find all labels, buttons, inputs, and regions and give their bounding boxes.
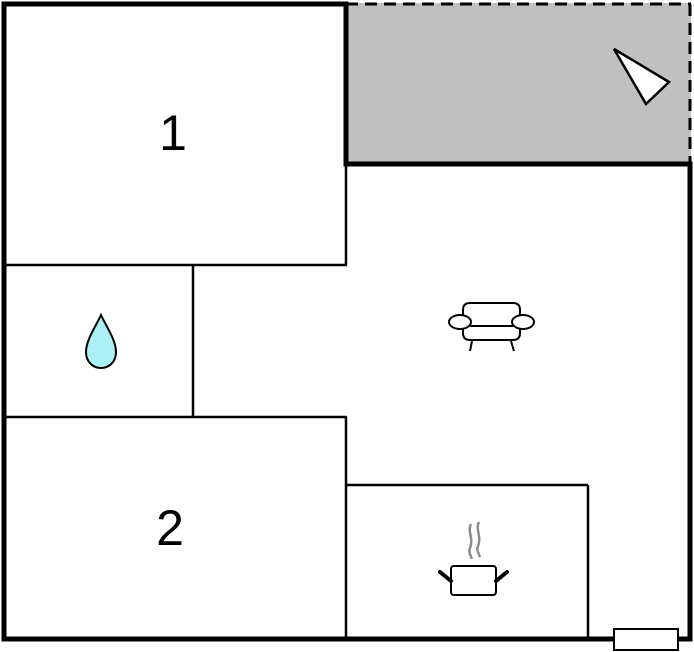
room-label-1: 1 xyxy=(159,105,187,161)
door-icon xyxy=(613,628,679,651)
cooking-pot-icon xyxy=(438,521,509,596)
water-drop-icon xyxy=(84,312,118,370)
room-label-2: 2 xyxy=(156,500,184,556)
compass-pointer-icon xyxy=(612,47,672,107)
terrace-area xyxy=(346,2,692,164)
interior-walls xyxy=(3,3,590,639)
sofa-icon xyxy=(448,302,535,352)
